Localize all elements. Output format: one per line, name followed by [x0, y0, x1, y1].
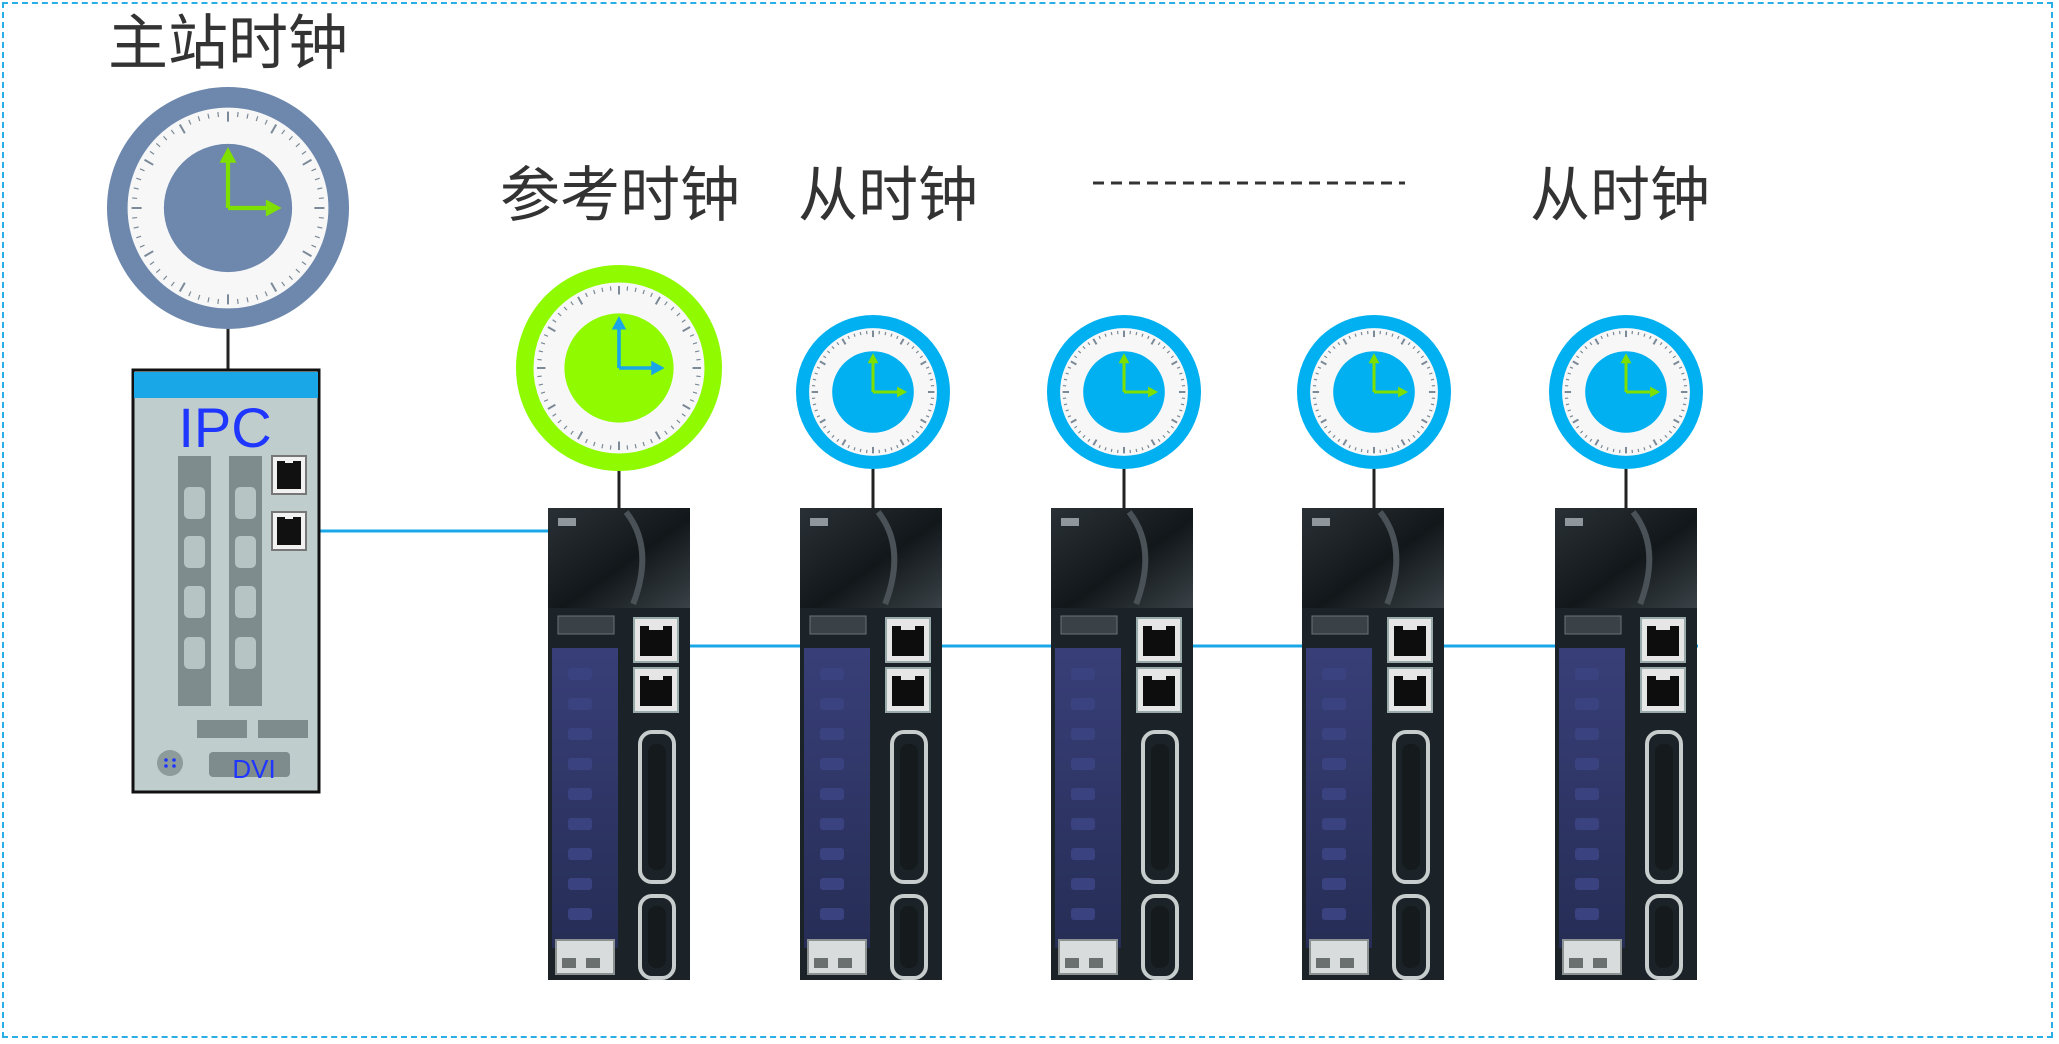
clock-icon: [1047, 315, 1201, 469]
servo-drive: [800, 508, 942, 980]
ethernet-port-icon: [1136, 617, 1182, 663]
ethernet-port-icon: [633, 667, 679, 713]
servo-drive: [1051, 508, 1193, 980]
servo-drive: [1555, 508, 1697, 980]
clock-icon: [796, 315, 950, 469]
ethernet-port-icon: [1387, 617, 1433, 663]
ipc-usb-port: [157, 750, 183, 776]
master-clock-label: 主站时钟: [108, 9, 348, 79]
reference-clock-label: 参考时钟: [500, 161, 740, 231]
ethernet-port-icon: [885, 617, 931, 663]
ipc-dvi-label: DVI: [232, 754, 275, 784]
ipc-name: IPC: [178, 396, 271, 459]
ethernet-port-icon: [633, 617, 679, 663]
clock-icon: [1297, 315, 1451, 469]
slave-clock-label-first: 从时钟: [798, 161, 978, 231]
ipc-device: IPC DVI: [131, 368, 321, 794]
ethernet-port-icon: [271, 455, 307, 495]
ethernet-port-icon: [1387, 667, 1433, 713]
ethernet-port-icon: [885, 667, 931, 713]
ipc-top-bar: [134, 372, 318, 398]
servo-drive: [548, 508, 690, 980]
ethernet-port-icon: [1640, 617, 1686, 663]
ethernet-port-icon: [1640, 667, 1686, 713]
ipc-dvi-port: [209, 752, 290, 777]
clock-icon: [516, 265, 722, 471]
ethernet-port-icon: [271, 511, 307, 551]
ethernet-port-icon: [1136, 667, 1182, 713]
clock-icon: [1549, 315, 1703, 469]
clock-icon: [107, 87, 349, 329]
servo-drive: [1302, 508, 1444, 980]
slave-clock-label-last: 从时钟: [1530, 161, 1710, 231]
